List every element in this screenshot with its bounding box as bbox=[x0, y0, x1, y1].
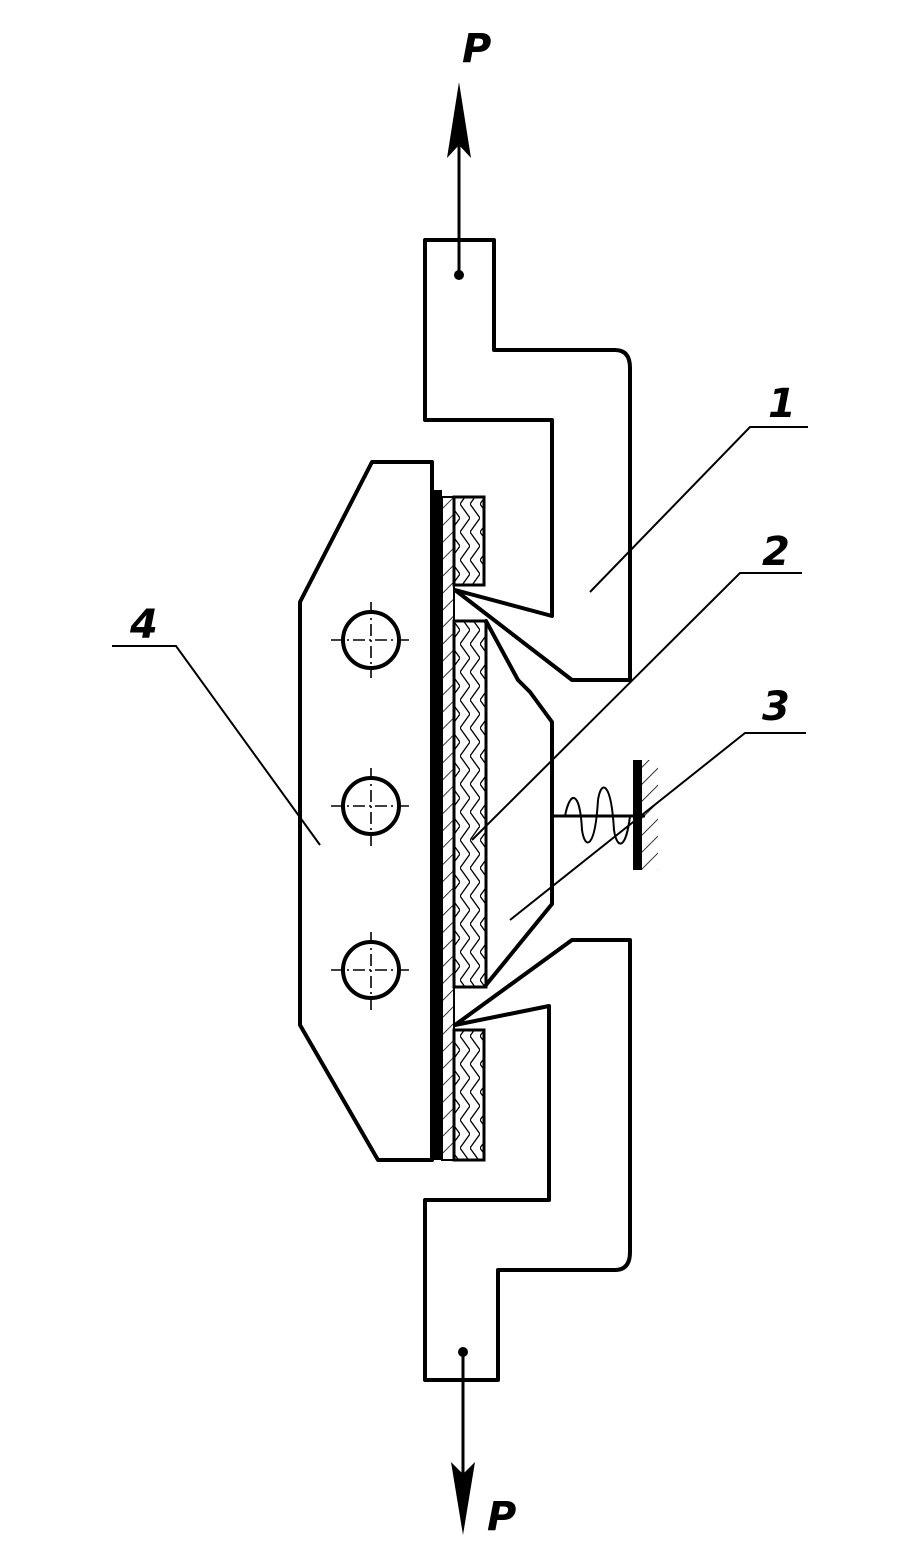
specimen-middle bbox=[452, 619, 488, 989]
bolt-middle bbox=[331, 768, 411, 846]
fixture-body bbox=[298, 460, 434, 1162]
part-label-2: 2 bbox=[762, 529, 790, 575]
upper-grip bbox=[423, 238, 632, 682]
specimen-upper bbox=[452, 495, 486, 587]
leader-3 bbox=[509, 732, 806, 921]
base-strip bbox=[433, 490, 442, 1160]
force-label-top: P bbox=[462, 26, 491, 72]
wall-hatch-icon bbox=[642, 760, 658, 870]
lower-wedge-line bbox=[454, 938, 573, 1027]
force-arrow-top-head bbox=[447, 82, 471, 158]
spring-icon bbox=[564, 786, 631, 845]
lower-grip bbox=[423, 938, 632, 1382]
part-label-1: 1 bbox=[768, 381, 796, 427]
leader-4 bbox=[112, 645, 321, 846]
force-label-bottom: P bbox=[487, 1494, 516, 1540]
specimen-lower bbox=[452, 1028, 486, 1162]
leader-1 bbox=[589, 426, 808, 593]
wall-support bbox=[633, 760, 642, 870]
part-label-3: 3 bbox=[762, 684, 790, 730]
base-hatch bbox=[441, 496, 455, 1161]
bolt-top bbox=[331, 602, 411, 678]
pressure-pad bbox=[484, 619, 554, 987]
leader-2 bbox=[471, 572, 802, 841]
upper-wedge-line bbox=[454, 588, 573, 682]
part-label-4: 4 bbox=[129, 602, 158, 648]
bolt-bottom bbox=[331, 932, 411, 1010]
force-arrow-bottom-head bbox=[451, 1462, 475, 1535]
